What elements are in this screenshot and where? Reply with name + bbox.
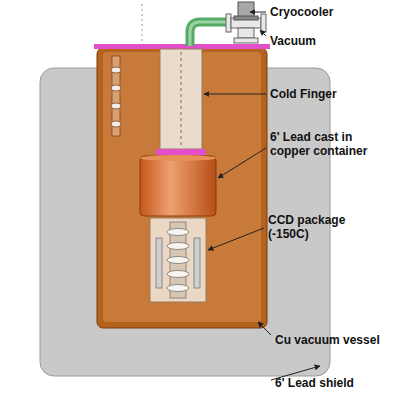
callout-label: Cold Finger xyxy=(270,87,390,101)
leader-lines xyxy=(204,12,320,380)
lead-cast-top xyxy=(140,155,216,161)
vacuum-fitting xyxy=(226,14,266,43)
feedthrough xyxy=(111,56,121,136)
ccd-stack xyxy=(156,222,200,298)
top-flange xyxy=(94,44,270,49)
callout-label: Cu vacuum vessel xyxy=(275,333,405,347)
cold-finger-axis xyxy=(181,52,182,146)
callout-label: 6' Lead cast in copper container xyxy=(270,130,382,158)
guide-line xyxy=(142,4,143,46)
callout-label: CCD package (-150C) xyxy=(268,213,360,241)
ccd-package xyxy=(150,218,206,302)
callout-label: 6' Lead shield xyxy=(275,376,405,390)
lead-cast xyxy=(140,156,216,216)
vacuum-vessel xyxy=(97,48,267,328)
vacuum-pipe xyxy=(190,22,228,46)
callout-label: Cryocooler xyxy=(270,5,390,19)
cold-plate xyxy=(156,149,206,155)
callout-label: Vacuum xyxy=(270,34,390,48)
vacuum-pipe-highlight xyxy=(190,22,228,46)
cold-finger xyxy=(160,49,202,149)
cryocooler xyxy=(234,2,258,20)
